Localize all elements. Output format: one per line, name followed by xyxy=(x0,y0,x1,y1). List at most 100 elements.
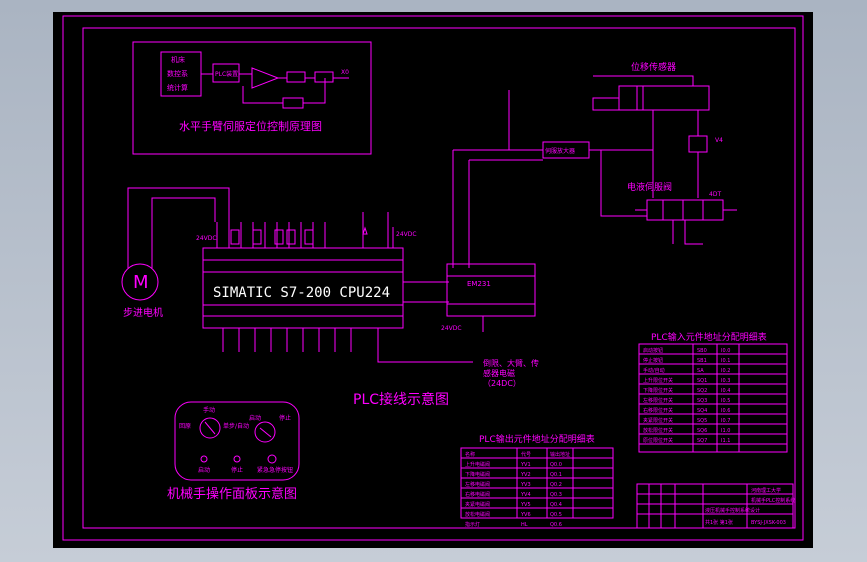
input-table-cell: I0.7 xyxy=(721,418,730,424)
output-table-cell: 下降电磁阀 xyxy=(465,471,490,478)
input-table-cell: 手动/自动 xyxy=(643,367,665,374)
operation-panel xyxy=(174,401,300,481)
output-table-grid xyxy=(460,447,614,519)
input-table-cell: 原位限位开关 xyxy=(643,437,673,444)
servo-host-left: 机床 xyxy=(171,55,185,64)
plc-model-label: SIMATIC S7-200 CPU224 xyxy=(213,285,390,301)
title-block-design-title: 液压机械手控制系统设计 xyxy=(705,507,760,514)
input-table-cell: 上升限位开关 xyxy=(643,377,673,384)
input-table-cell: SB1 xyxy=(697,358,707,364)
motor-label: 步进电机 xyxy=(123,306,163,319)
input-table-cell: I1.0 xyxy=(721,428,730,434)
plc-out-note-1: 倒限、大臂、传 xyxy=(483,358,539,368)
start-button[interactable] xyxy=(200,455,208,463)
input-table-cell: SQ2 xyxy=(697,388,707,394)
output-table-cell: Q0.2 xyxy=(550,482,562,488)
input-table-cell: SQ3 xyxy=(697,398,707,404)
output-table-cell: Q0.4 xyxy=(550,502,562,508)
output-table-cell: 右移电磁阀 xyxy=(465,491,490,498)
input-table-cell: 右移限位开关 xyxy=(643,407,673,414)
output-table-cell: YV5 xyxy=(520,502,531,508)
servo-valve-label: 电液伺服阀 xyxy=(627,181,672,193)
output-table-cell: YV2 xyxy=(520,472,531,478)
input-table-cell: 左移限位开关 xyxy=(643,397,673,404)
panel-knob-left-r: 单步/自动 xyxy=(223,422,249,430)
title-block-sheet-info: 共1张 第1张 xyxy=(705,519,733,526)
title-block xyxy=(636,483,794,529)
input-table-title: PLC输入元件地址分配明细表 xyxy=(651,331,767,343)
mode-knob xyxy=(199,417,221,439)
outer-frame xyxy=(62,15,804,541)
stop-button[interactable] xyxy=(233,455,241,463)
output-table-header-cell: 代号 xyxy=(521,451,531,458)
input-table-cell: I0.2 xyxy=(721,368,730,374)
stepper-motor xyxy=(121,263,159,301)
panel-knob-left-top: 手动 xyxy=(203,406,215,414)
motor-symbol: M xyxy=(133,272,149,293)
output-table-cell: YV4 xyxy=(520,492,531,498)
title-block-drawing-title: 机械手PLC控制系统 xyxy=(751,497,795,504)
panel-knob-right-r: 停止 xyxy=(279,414,291,422)
input-table-cell: 启动按钮 xyxy=(643,347,663,354)
plc-unit xyxy=(202,212,473,363)
motor-wires xyxy=(127,187,230,268)
output-table-cell: Q0.1 xyxy=(550,472,562,478)
inner-frame xyxy=(82,27,796,529)
plc-wiring-drawing: 机床 数控系 统计算 PLC装置 X0 水平手臂伺服定位控制原理图 24VDC … xyxy=(62,15,804,541)
panel-btn-start-label: 启动 xyxy=(198,466,210,474)
plc-caption: PLC接线示意图 xyxy=(353,391,449,408)
output-table-header-cell: 名称 xyxy=(465,451,475,458)
input-table-cell: SQ7 xyxy=(697,438,707,444)
output-table-cell: Q0.3 xyxy=(550,492,562,498)
servo-host-bottom: 统计算 xyxy=(167,83,188,92)
input-table-cell: SQ6 xyxy=(697,428,707,434)
output-table-cell: YV3 xyxy=(520,482,531,488)
output-table-cell: HL xyxy=(521,522,528,528)
output-table-cell: YV6 xyxy=(520,512,531,518)
input-table-cell: I0.1 xyxy=(721,358,730,364)
em-supply-label: 24VDC xyxy=(441,325,462,332)
expansion-module xyxy=(446,263,536,317)
output-table-cell: YV1 xyxy=(520,462,531,468)
servo-output-label: X0 xyxy=(341,69,349,76)
output-table-cell: Q0.5 xyxy=(550,512,562,518)
input-table-cell: I0.6 xyxy=(721,408,730,414)
output-table-header-cell: 输出地址 xyxy=(550,451,570,458)
title-block-school: 河南理工大学 xyxy=(751,487,781,494)
servo-loop-title: 水平手臂伺服定位控制原理图 xyxy=(179,119,322,133)
em-module-label: EM231 xyxy=(467,280,491,288)
input-table-cell: I0.3 xyxy=(721,378,730,384)
output-table-cell: Q0.0 xyxy=(550,462,562,468)
drawing-sheet: 机床 数控系 统计算 PLC装置 X0 水平手臂伺服定位控制原理图 24VDC … xyxy=(53,12,813,548)
start-stop-knob xyxy=(254,421,276,443)
input-table-cell: SQ4 xyxy=(697,408,707,414)
displacement-sensor-label: 位移传感器 xyxy=(631,61,676,73)
input-table-cell: SQ1 xyxy=(697,378,707,384)
input-table-cell: 放松限位开关 xyxy=(643,427,673,434)
plc-supply-top: 24VDC xyxy=(196,235,217,242)
output-table-cell: 夹紧电磁阀 xyxy=(465,501,490,508)
emergency-button[interactable] xyxy=(267,454,277,464)
input-table-cell: I0.0 xyxy=(721,348,730,354)
output-table-cell: 左移电磁阀 xyxy=(465,481,490,488)
panel-knob-right-top: 启动 xyxy=(249,414,261,422)
output-table-cell: 指示灯 xyxy=(465,521,480,528)
input-table-cell: SQ5 xyxy=(697,418,707,424)
hydraulic-cylinder xyxy=(508,75,710,198)
panel-knob-left-l: 回原 xyxy=(179,423,191,430)
valve-v4 xyxy=(688,135,708,153)
servo-loop-diagram xyxy=(132,41,372,155)
input-table-cell: SB0 xyxy=(697,348,707,354)
servo-plc-block: PLC装置 xyxy=(215,70,238,78)
output-table-title: PLC输出元件地址分配明细表 xyxy=(479,433,595,445)
title-block-drawing-no: BYSJ-JXSK-003 xyxy=(751,520,786,526)
input-table-cell: I0.5 xyxy=(721,398,730,404)
valve-v4-label: V4 xyxy=(715,137,723,144)
output-table-cell: 放松电磁阀 xyxy=(465,511,490,518)
plc-out-note-2: 感器电磁 xyxy=(483,368,515,378)
plc-out-note-3: （24DC） xyxy=(483,379,521,388)
plc-supply-right: 24VDC xyxy=(396,231,417,238)
